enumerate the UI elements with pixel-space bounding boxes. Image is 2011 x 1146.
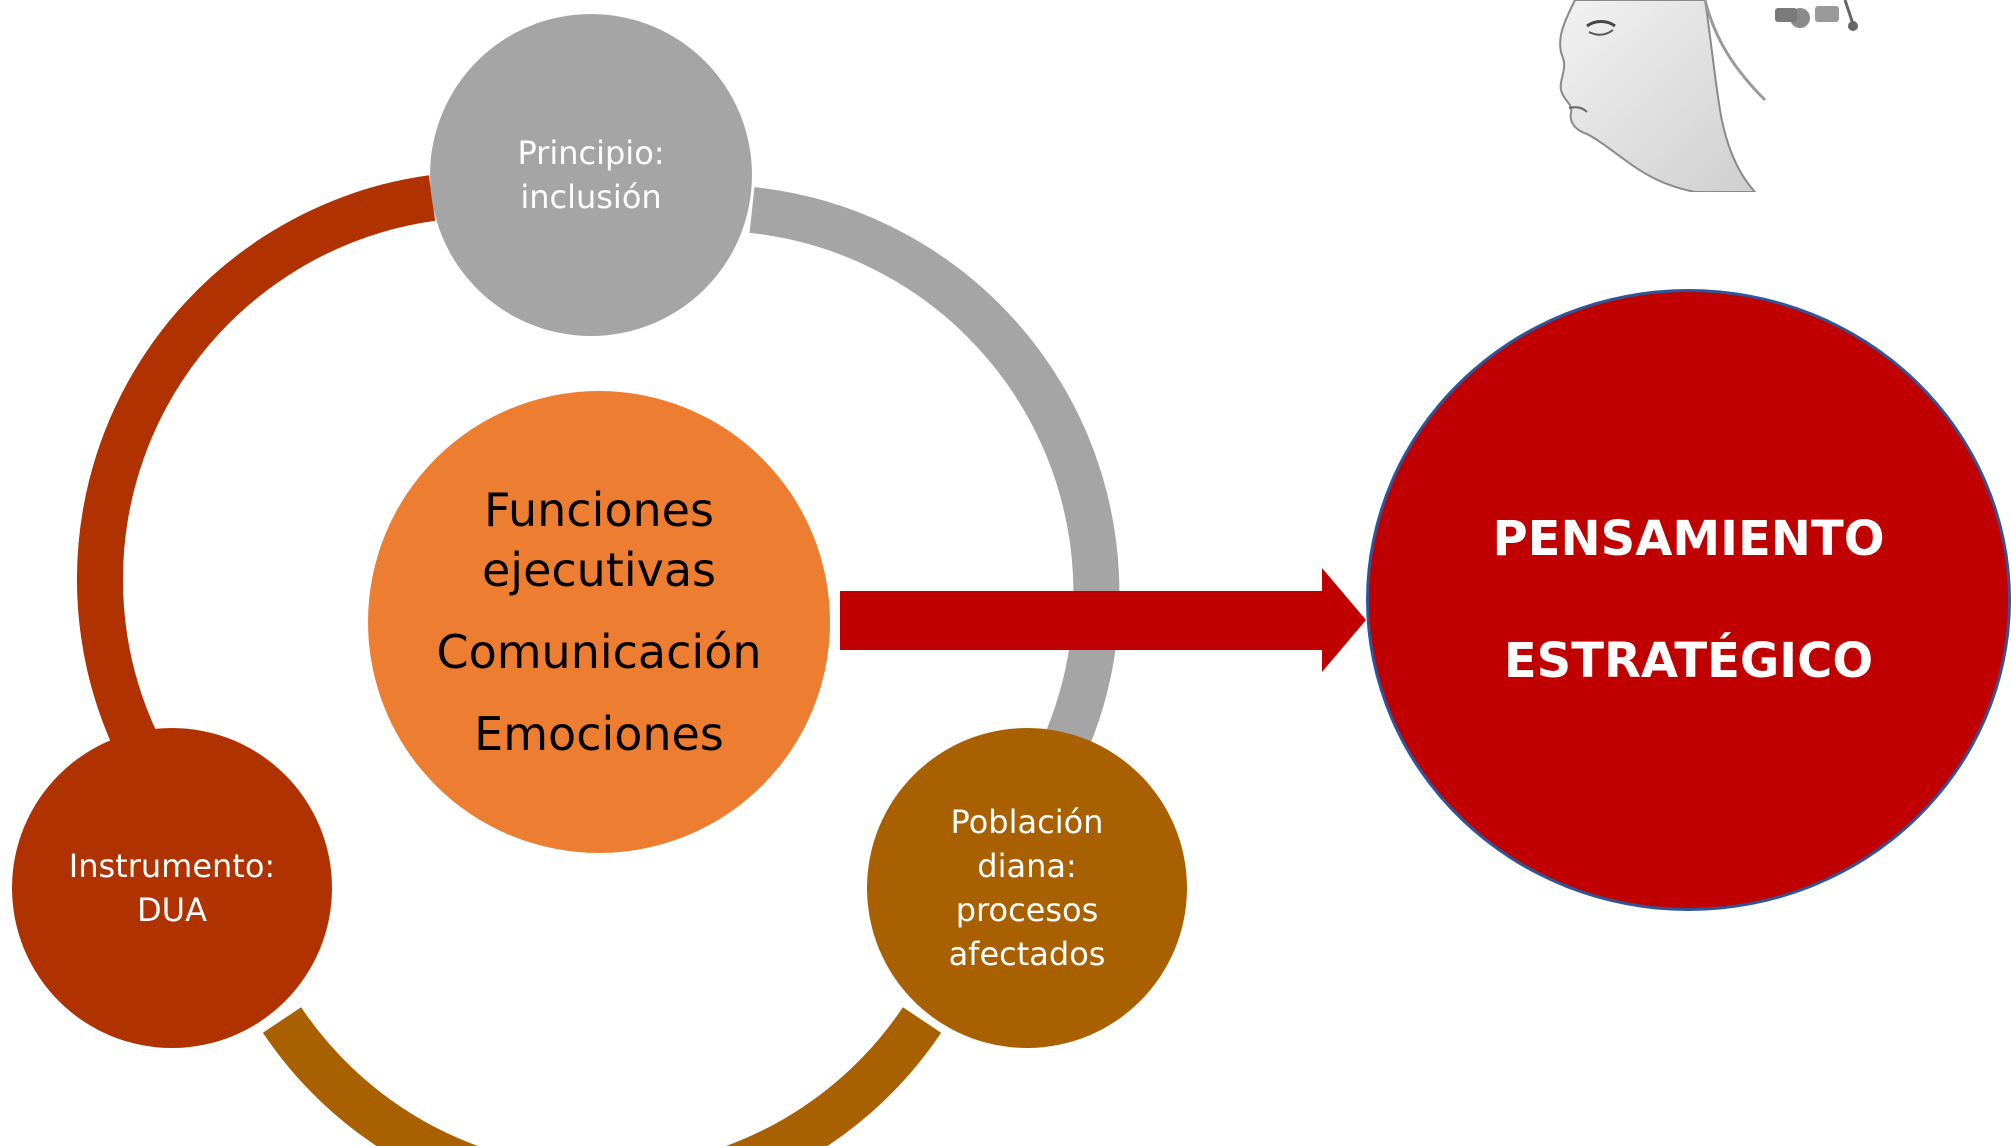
center-line-4: Emociones xyxy=(474,707,724,761)
node-instrument-dua: Instrumento: DUA xyxy=(12,728,332,1048)
center-line-2: ejecutivas xyxy=(481,543,717,597)
node-target-population: Población diana: procesos afectados xyxy=(867,728,1187,1048)
cycle-arc-bottom xyxy=(262,1007,942,1146)
center-line-3: Comunicación xyxy=(436,625,762,679)
node-center-functions: Funciones ejecutivas Comunicación Emocio… xyxy=(368,391,830,853)
node-left-label: Instrumento: DUA xyxy=(68,847,276,929)
node-top-label: Principio: inclusión xyxy=(517,134,665,216)
node-principle-inclusion: Principio: inclusión xyxy=(430,14,752,336)
node-strategic-thinking: PENSAMIENTO ESTRATÉGICO xyxy=(1366,289,2011,911)
result-line-1: PENSAMIENTO xyxy=(1492,511,1885,567)
arrow-to-result xyxy=(840,568,1366,672)
result-line-2: ESTRATÉGICO xyxy=(1503,633,1874,689)
center-line-1: Funciones xyxy=(484,483,714,537)
cycle-arc-left xyxy=(77,175,436,752)
woman-profile-sketch-icon xyxy=(1559,0,1858,192)
node-right-label: Población diana: procesos afectados xyxy=(948,803,1106,973)
